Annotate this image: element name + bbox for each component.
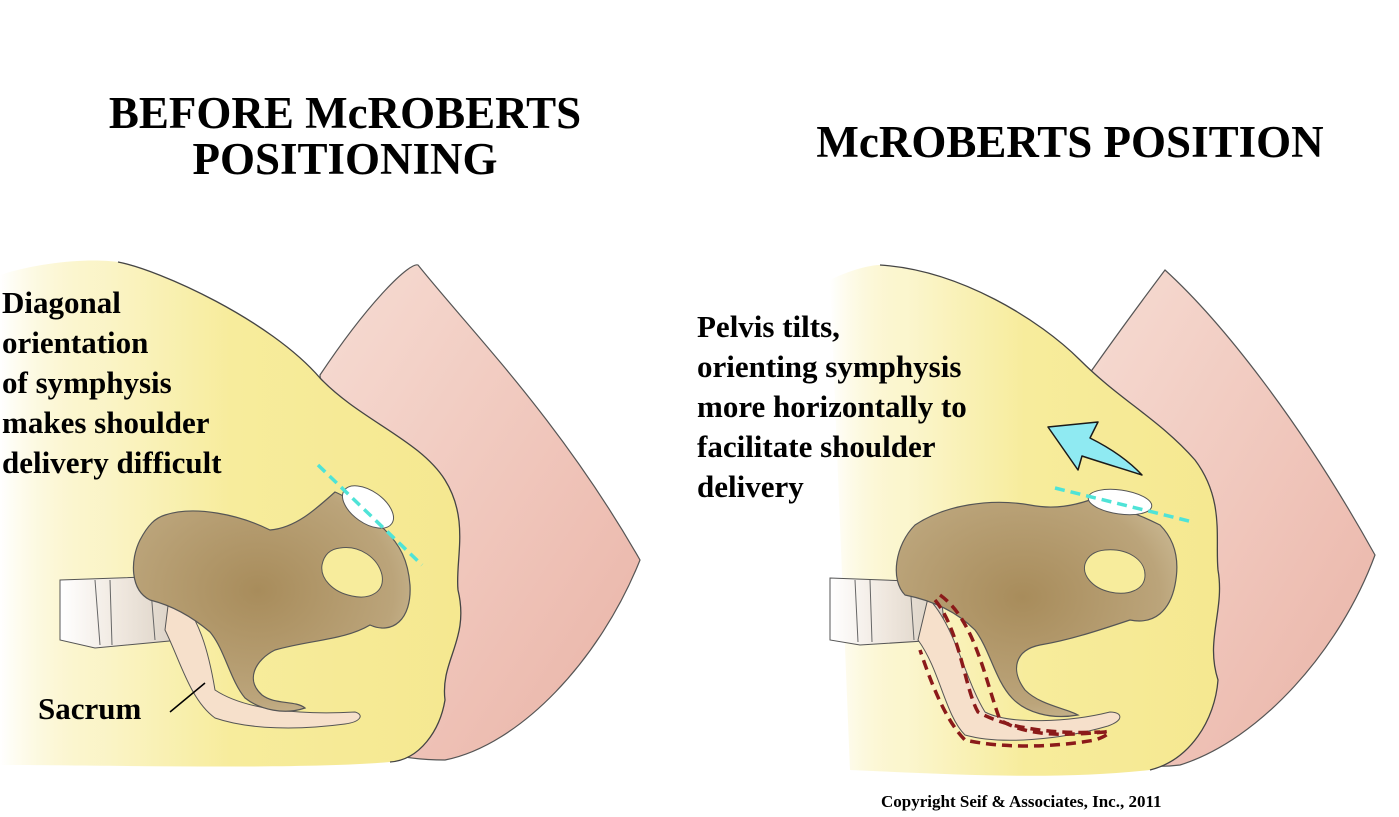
left-pelvis-illustration (0, 260, 641, 767)
arrow-up-left-icon (1047, 421, 1143, 476)
before-positioning-title: BEFORE McROBERTS POSITIONING (108, 88, 582, 184)
pelvis-tilts-note: Pelvis tilts, orienting symphysis more h… (697, 309, 967, 504)
left-pelvic-bone (132, 491, 411, 712)
sacrum-leader-line (169, 682, 206, 713)
left-symphysis-axis-line (316, 463, 424, 567)
diagonal-orientation-note: Diagonal orientation of symphysis makes … (2, 285, 222, 480)
right-sacrum (917, 597, 1121, 741)
left-sacrum (164, 589, 361, 729)
previous-sacrum-outline (918, 593, 1111, 748)
mcroberts-position-title: McROBERTS POSITION (816, 117, 1324, 167)
left-obturator-foramen (321, 547, 383, 598)
copyright-notice: Copyright Seif & Associates, Inc., 2011 (881, 792, 1162, 811)
right-obturator-foramen (1083, 549, 1146, 594)
sacrum-label: Sacrum (38, 691, 142, 726)
right-pelvis-illustration (829, 264, 1376, 776)
right-symphysis-axis-line (1054, 486, 1194, 524)
